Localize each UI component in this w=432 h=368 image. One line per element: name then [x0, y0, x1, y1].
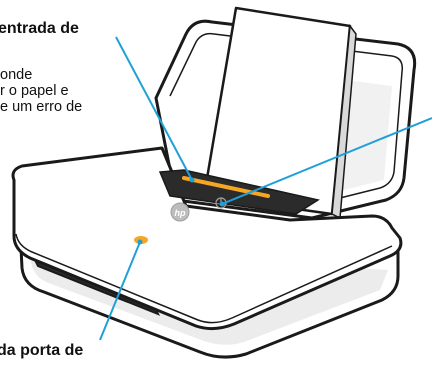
description-line: r o papel e [0, 83, 69, 100]
paper-input-description: onde r o papel e e um erro de [0, 67, 82, 116]
paper-input-highlight [182, 176, 270, 198]
callout-dot-power [219, 201, 225, 207]
callout-dot-status-light [137, 239, 143, 245]
callout-line-power [221, 117, 432, 205]
paper-input-callout-label: entrada de [0, 20, 79, 37]
svg-text:hp: hp [175, 208, 186, 218]
lid-inner-rim [169, 32, 404, 205]
top-body-edge [15, 233, 393, 324]
callout-line-status-light [99, 241, 141, 341]
callout-line-paper-input [115, 36, 193, 181]
hp-logo-icon: hp [170, 202, 190, 222]
door-light-callout-label: da porta de [0, 342, 84, 359]
description-line: e um erro de [0, 99, 83, 116]
callout-dot-paper-input [189, 177, 195, 183]
description-line: onde [0, 67, 33, 83]
